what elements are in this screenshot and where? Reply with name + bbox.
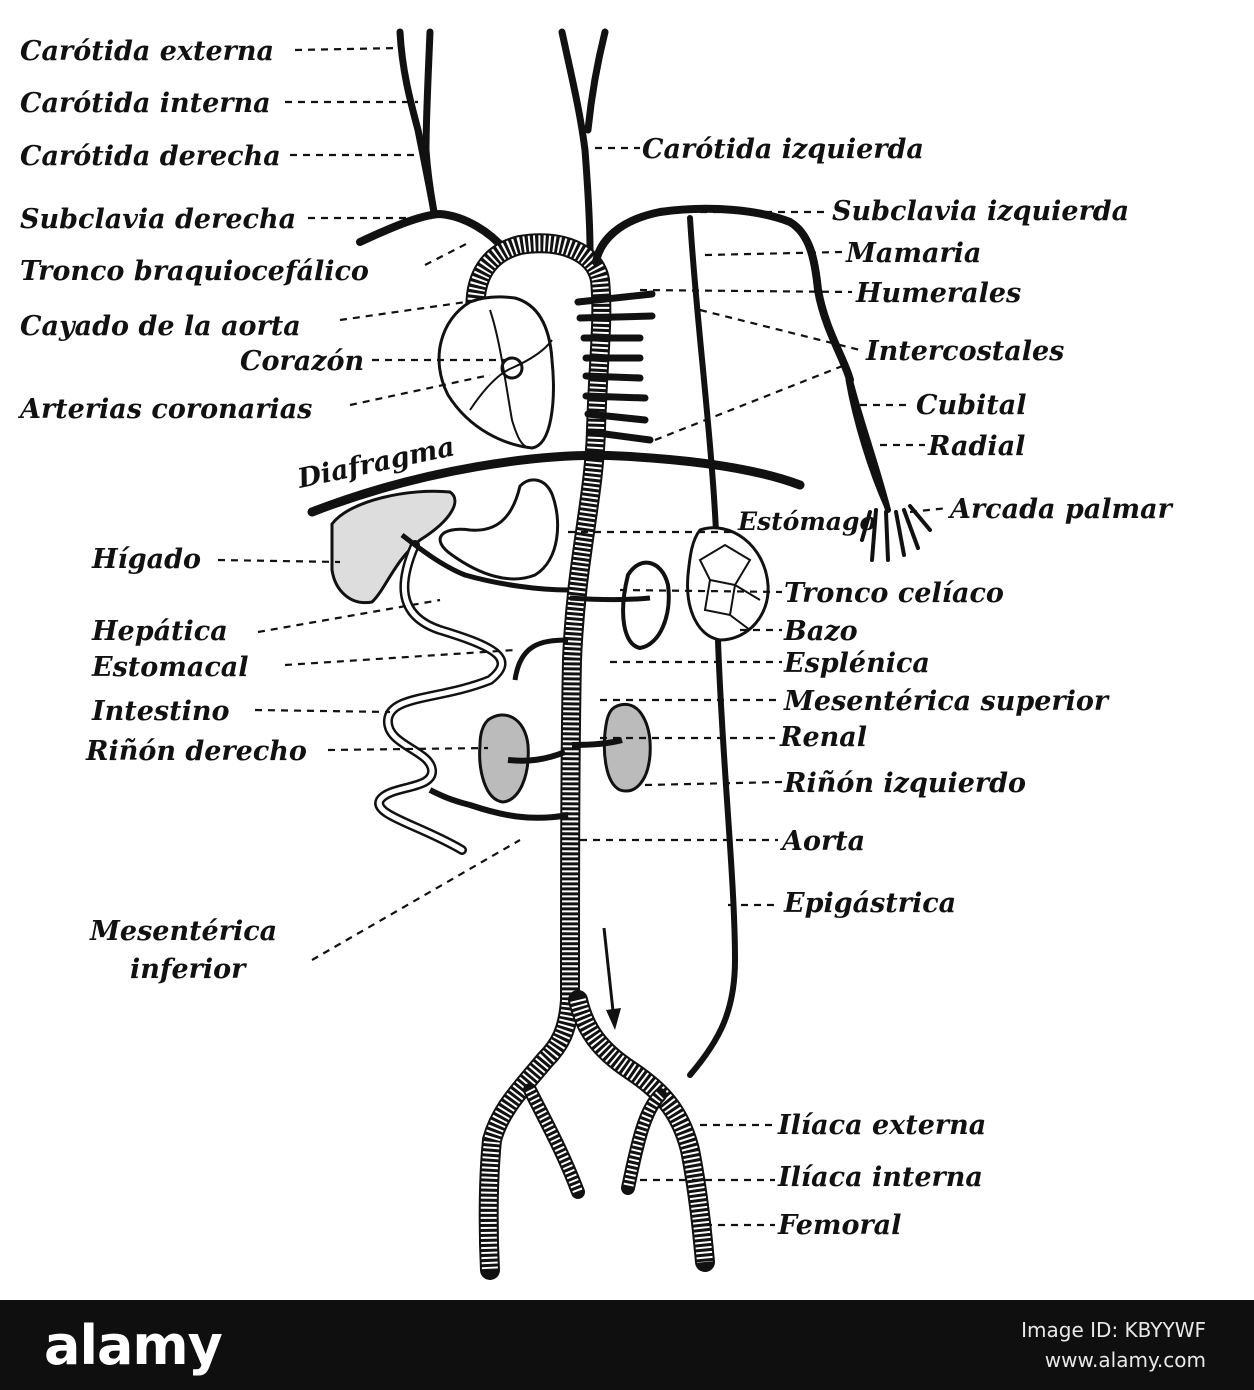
diaphragm <box>307 450 805 517</box>
label-carotida-izquierda: Carótida izquierda <box>642 134 924 165</box>
flow-arrow <box>602 927 621 1030</box>
right-kidney <box>478 713 530 804</box>
right-internal-carotid <box>422 28 438 216</box>
alamy-logo: alamy <box>44 1314 223 1377</box>
left-kidney-upper <box>621 560 671 651</box>
label-corazon: Corazón <box>240 346 364 377</box>
label-arcada-palmar: Arcada palmar <box>947 494 1174 525</box>
heart <box>437 295 555 450</box>
label-cubital: Cubital <box>916 390 1026 421</box>
left-carotid-a <box>558 28 594 254</box>
label-hepatica: Hepática <box>91 616 228 647</box>
label-humerales: Humerales <box>855 278 1021 309</box>
label-carotida-derecha: Carótida derecha <box>20 141 281 172</box>
label-carotida-interna: Carótida interna <box>20 88 271 119</box>
left-kidney <box>602 702 652 793</box>
watermark-footer: alamy Image ID: KBYYWF www.alamy.com <box>0 1300 1254 1390</box>
intercostal-arteries <box>574 290 656 444</box>
label-higado: Hígado <box>91 544 201 575</box>
label-rinon-derecho: Riñón derecho <box>85 736 307 767</box>
palmar-arch <box>860 504 932 562</box>
left-internal-iliac <box>621 1088 667 1195</box>
label-mamaria: Mamaria <box>845 238 981 269</box>
stomach <box>438 478 560 581</box>
label-diafragma: Diafragma <box>294 431 457 495</box>
label-carotida-externa: Carótida externa <box>20 36 274 67</box>
arterial-system-diagram: Carótida externa Carótida interna Caróti… <box>17 28 1174 1280</box>
label-mesenterica-superior: Mesentérica superior <box>783 686 1110 717</box>
abdominal-organs <box>330 478 770 855</box>
label-intestino: Intestino <box>91 696 229 727</box>
label-iliaca-externa: Ilíaca externa <box>777 1110 986 1141</box>
left-subclavian <box>592 204 854 384</box>
label-subclavia-derecha: Subclavia derecha <box>20 204 296 235</box>
label-tronco-braquiocefalico: Tronco braquiocefálico <box>20 256 369 287</box>
labels-right: Carótida izquierda Subclavia izquierda M… <box>642 134 1174 1241</box>
label-radial: Radial <box>927 431 1025 462</box>
label-renal: Renal <box>779 722 867 753</box>
label-rinon-izquierdo: Riñón izquierdo <box>783 768 1026 799</box>
right-subclavian <box>356 210 509 254</box>
label-aorta: Aorta <box>779 826 865 857</box>
label-esplenica: Esplénica <box>783 648 930 679</box>
mammary-epigastric <box>687 215 738 1078</box>
label-mesenterica-inferior-2: inferior <box>130 954 247 985</box>
ulnar-artery <box>845 377 891 513</box>
label-tronco-celiaco: Tronco celíaco <box>784 578 1004 609</box>
label-arterias-coronarias: Arterias coronarias <box>17 394 312 425</box>
label-estomago: Estómago <box>737 507 876 536</box>
vessel-drawing <box>356 28 932 1280</box>
label-cayado-aorta: Cayado de la aorta <box>20 311 301 342</box>
liver <box>330 489 457 605</box>
leader-lines <box>217 46 949 1227</box>
label-iliaca-interna: Ilíaca interna <box>777 1162 983 1193</box>
label-subclavia-izquierda: Subclavia izquierda <box>832 196 1129 227</box>
label-mesenterica-inferior-1: Mesentérica <box>89 916 277 947</box>
site-url-text: www.alamy.com <box>1044 1348 1206 1372</box>
label-bazo: Bazo <box>783 616 858 647</box>
label-intercostales: Intercostales <box>865 336 1064 367</box>
label-femoral: Femoral <box>777 1210 901 1241</box>
label-estomacal: Estomacal <box>91 652 249 683</box>
image-id-text: Image ID: KBYYWF <box>1021 1318 1206 1342</box>
label-epigastrica: Epigástrica <box>783 888 956 919</box>
intestine <box>374 540 507 855</box>
left-carotid-b <box>584 28 609 134</box>
